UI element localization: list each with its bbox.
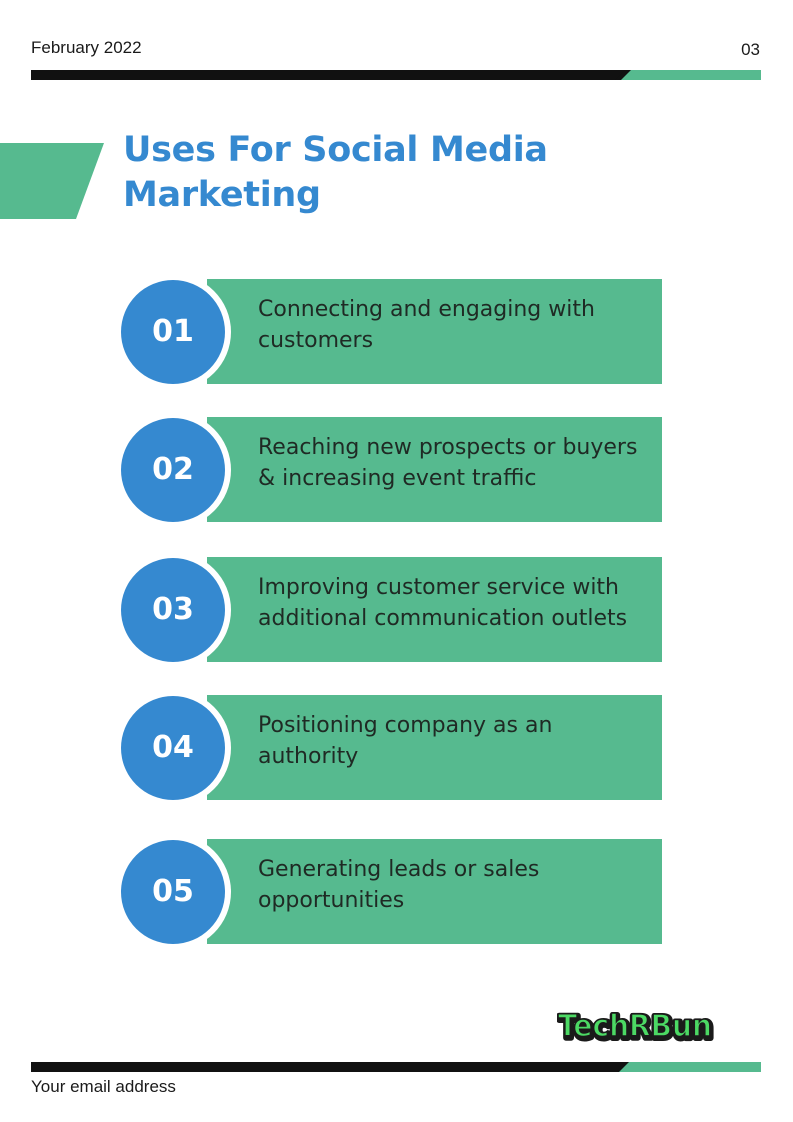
footer-rule xyxy=(31,1062,761,1072)
list-item: 04 Positioning company as an authority xyxy=(115,689,662,806)
item-number-badge: 03 xyxy=(121,557,225,662)
item-number-badge: 02 xyxy=(121,417,225,522)
item-band xyxy=(207,695,662,800)
item-number-badge: 04 xyxy=(121,695,225,800)
item-text: Generating leads or sales opportunities xyxy=(258,857,540,913)
list-item: 01 Connecting and engaging with customer… xyxy=(115,273,662,390)
item-band xyxy=(207,279,662,384)
list-item: 02 Reaching new prospects or buyers & in… xyxy=(115,411,662,528)
item-number-badge: 05 xyxy=(121,839,225,944)
title-accent-tab xyxy=(0,143,104,224)
item-band xyxy=(207,557,662,662)
item-text: Connecting and engaging with customers xyxy=(258,297,595,353)
techrbun-logo: TechRBun TechRBun xyxy=(556,1006,717,1051)
page-title: Uses For Social Media Marketing xyxy=(123,130,548,215)
item-text: Reaching new prospects or buyers & incre… xyxy=(258,435,638,491)
page-number: 03 xyxy=(741,40,760,59)
list-item: 05 Generating leads or sales opportuniti… xyxy=(115,833,662,950)
item-text: Positioning company as an authority xyxy=(258,713,553,769)
logo-text-shadow: TechRBun xyxy=(559,1011,713,1046)
item-band xyxy=(207,417,662,522)
footer-email: Your email address xyxy=(31,1077,176,1096)
header-rule xyxy=(31,70,761,80)
logo-text: TechRBun xyxy=(558,1009,712,1044)
header-date: February 2022 xyxy=(31,38,142,57)
item-band xyxy=(207,839,662,944)
item-text: Improving customer service with addition… xyxy=(258,575,628,631)
list-item: 03 Improving customer service with addit… xyxy=(115,551,662,668)
item-number-badge: 01 xyxy=(121,279,225,384)
